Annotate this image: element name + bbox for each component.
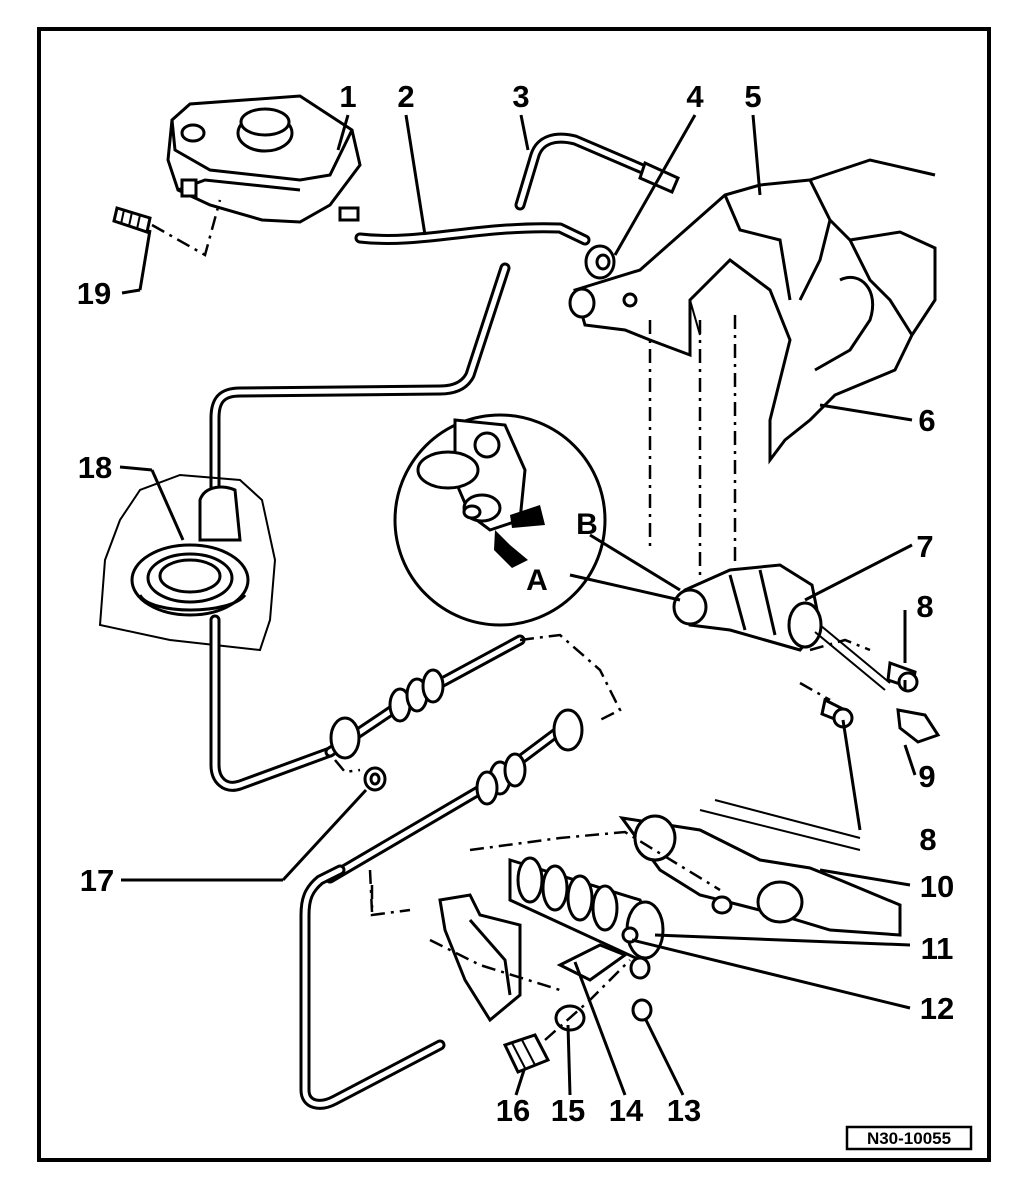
callout-9: 9 — [918, 759, 935, 794]
slave-cylinder — [368, 799, 902, 962]
small-grommet — [363, 766, 387, 792]
callout-5: 5 — [744, 79, 761, 114]
screw-upper — [886, 660, 919, 693]
callout-14: 14 — [609, 1093, 644, 1128]
hose-piece — [514, 132, 680, 211]
callout-15: 15 — [551, 1093, 585, 1128]
callout-2: 2 — [397, 79, 414, 114]
hose-sleeve-upper — [324, 633, 622, 774]
reservoir-screw — [112, 199, 222, 257]
master-cylinder — [672, 563, 891, 691]
callout-12: 12 — [920, 991, 954, 1026]
pedal-bracket — [568, 158, 937, 465]
callout-8-upper: 8 — [916, 589, 933, 624]
retaining-clip — [896, 708, 941, 744]
leader-lines — [119, 114, 917, 1096]
callout-18: 18 — [78, 450, 112, 485]
detail-view — [393, 413, 681, 627]
fluid-reservoir — [166, 94, 362, 224]
callout-11: 11 — [921, 931, 954, 966]
grommet — [584, 244, 616, 280]
callout-6: 6 — [918, 403, 935, 438]
callout-7: 7 — [916, 529, 933, 564]
figure-reference: N30-10055 — [845, 1125, 973, 1151]
callout-4: 4 — [686, 79, 704, 114]
clutch-line-upper — [209, 262, 511, 506]
hose-sleeve-lower — [299, 708, 584, 1110]
callout-10: 10 — [920, 869, 954, 904]
detail-label-a: A — [526, 564, 548, 597]
clutch-line-lower — [209, 614, 336, 792]
figure-frame — [37, 27, 991, 1162]
detail-label-b: B — [576, 508, 598, 541]
callout-19: 19 — [77, 276, 111, 311]
supply-hose — [354, 222, 591, 246]
callout-3: 3 — [512, 79, 529, 114]
callout-1: 1 — [339, 79, 356, 114]
boot-grommet — [98, 473, 277, 652]
callout-16: 16 — [496, 1093, 530, 1128]
figure-reference-text: N30-10055 — [867, 1129, 951, 1148]
screw-lower — [820, 697, 854, 729]
callout-13: 13 — [667, 1093, 701, 1128]
callout-numbers: 1 2 3 4 5 6 7 8 8 9 10 11 12 13 14 15 16… — [77, 79, 954, 1128]
callout-17: 17 — [80, 863, 114, 898]
callout-8-lower: 8 — [919, 822, 936, 857]
